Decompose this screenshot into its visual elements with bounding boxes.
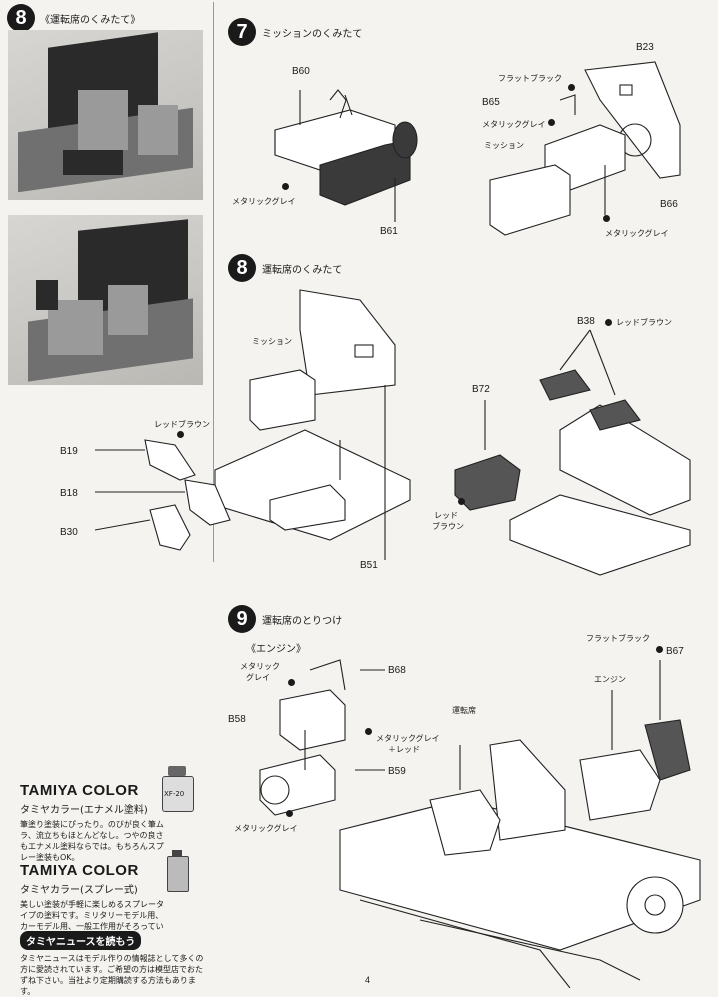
part-b38-label: B38 bbox=[577, 316, 595, 327]
paint-dot-metallic-grey-7b bbox=[548, 119, 555, 126]
part-b65-label: B65 bbox=[482, 97, 500, 108]
step-7-title: ミッションのくみたて bbox=[262, 29, 363, 40]
driver-seat-label: 運転席 bbox=[452, 706, 476, 715]
tamiya-spray-section: TAMIYA COLOR タミヤカラー(スプレー式) 美しい塗装が手軽に楽しめる… bbox=[20, 862, 170, 943]
assembly-photo-bottom bbox=[8, 215, 203, 385]
part-b72-label: B72 bbox=[472, 384, 490, 395]
part-b66-label: B66 bbox=[660, 199, 678, 210]
metallic-label-9a-1: メタリック bbox=[240, 662, 280, 671]
part-b23-label: B23 bbox=[636, 42, 654, 53]
metallic-grey-label-9b: メタリックグレイ bbox=[234, 824, 298, 833]
step-9-title: 運転席のとりつけ bbox=[262, 616, 343, 627]
step-7-number: 7 bbox=[228, 18, 256, 46]
part-b59-label: B59 bbox=[388, 766, 406, 777]
tamiya-spray-brand: TAMIYA COLOR bbox=[20, 862, 139, 879]
paint-dot-metallic-red-9 bbox=[365, 728, 372, 735]
paint-dot-flat-black-7 bbox=[568, 84, 575, 91]
engine-label-9: エンジン bbox=[594, 675, 626, 684]
paint-dot-red-brown-8c bbox=[458, 498, 465, 505]
part-b18-label: B18 bbox=[60, 488, 78, 499]
tamiya-news-heading: タミヤニュースを読もう bbox=[20, 931, 142, 950]
part-b58-label: B58 bbox=[228, 714, 246, 725]
paint-dot-metallic-grey-7a bbox=[282, 183, 289, 190]
paint-dot-metallic-grey-7c bbox=[603, 215, 610, 222]
part-b30-label: B30 bbox=[60, 527, 78, 538]
mission-label-8: ミッション bbox=[252, 337, 292, 346]
paint-dot-red-brown-8b bbox=[605, 319, 612, 326]
red-brown-label-8c-1: レッド bbox=[434, 511, 458, 520]
part-b51-label: B51 bbox=[360, 560, 378, 571]
step-8-title: 運転席のくみたて bbox=[262, 265, 343, 276]
tamiya-spray-subtitle: タミヤカラー(スプレー式) bbox=[20, 885, 138, 896]
paint-bottle-label: XF-20 bbox=[164, 790, 185, 798]
step-8-photo-number: 8 bbox=[7, 4, 35, 32]
red-brown-label-8b: レッドブラウン bbox=[616, 318, 672, 327]
step-9-subtitle: 《エンジン》 bbox=[246, 644, 306, 655]
metallic-red-label-9-2: ＋レッド bbox=[388, 745, 420, 754]
red-brown-label-8: レッドブラウン bbox=[154, 420, 210, 429]
tamiya-enamel-brand: TAMIYA COLOR bbox=[20, 782, 139, 799]
part-b68-label: B68 bbox=[388, 665, 406, 676]
step-8-photo-title: 《運転席のくみたて》 bbox=[40, 15, 141, 26]
metallic-red-label-9-1: メタリックグレイ bbox=[376, 734, 440, 743]
red-brown-label-8c-2: ブラウン bbox=[432, 522, 464, 531]
paint-dot-metallic-grey-9b bbox=[286, 810, 293, 817]
flat-black-label-7: フラットブラック bbox=[498, 74, 562, 83]
assembly-photo-top bbox=[8, 30, 203, 200]
tamiya-enamel-subtitle: タミヤカラー(エナメル塗料) bbox=[20, 805, 148, 816]
paint-dot-red-brown bbox=[177, 431, 184, 438]
paint-dot-flat-black-9 bbox=[656, 646, 663, 653]
spray-can-icon bbox=[165, 850, 189, 892]
part-b67-label: B67 bbox=[666, 646, 684, 657]
flat-black-label-9: フラットブラック bbox=[586, 634, 650, 643]
metallic-grey-label-7a: メタリックグレイ bbox=[232, 197, 296, 206]
metallic-grey-label-7c: メタリックグレイ bbox=[605, 229, 669, 238]
paint-dot-metallic-9a bbox=[288, 679, 295, 686]
part-b60-label: B60 bbox=[292, 66, 310, 77]
page-number: 4 bbox=[365, 975, 371, 985]
paint-bottle-icon: XF-20 bbox=[160, 766, 194, 812]
part-b61-label: B61 bbox=[380, 226, 398, 237]
metallic-grey-label-7b: メタリックグレイ bbox=[482, 120, 546, 129]
column-divider bbox=[213, 2, 214, 562]
mission-label-7: ミッション bbox=[484, 141, 524, 150]
step-9-number: 9 bbox=[228, 605, 256, 633]
step-8-number: 8 bbox=[228, 254, 256, 282]
part-b19-label: B19 bbox=[60, 446, 78, 457]
tamiya-enamel-section: TAMIYA COLOR タミヤカラー(エナメル塗料) 筆塗り塗装にぴったり。の… bbox=[20, 782, 170, 863]
tamiya-enamel-body: 筆塗り塗装にぴったり。のびが良く筆ムラ、流立ちもほとんどなし。つやの良さもエナメ… bbox=[20, 820, 164, 862]
metallic-label-9a-2: グレイ bbox=[246, 673, 270, 682]
